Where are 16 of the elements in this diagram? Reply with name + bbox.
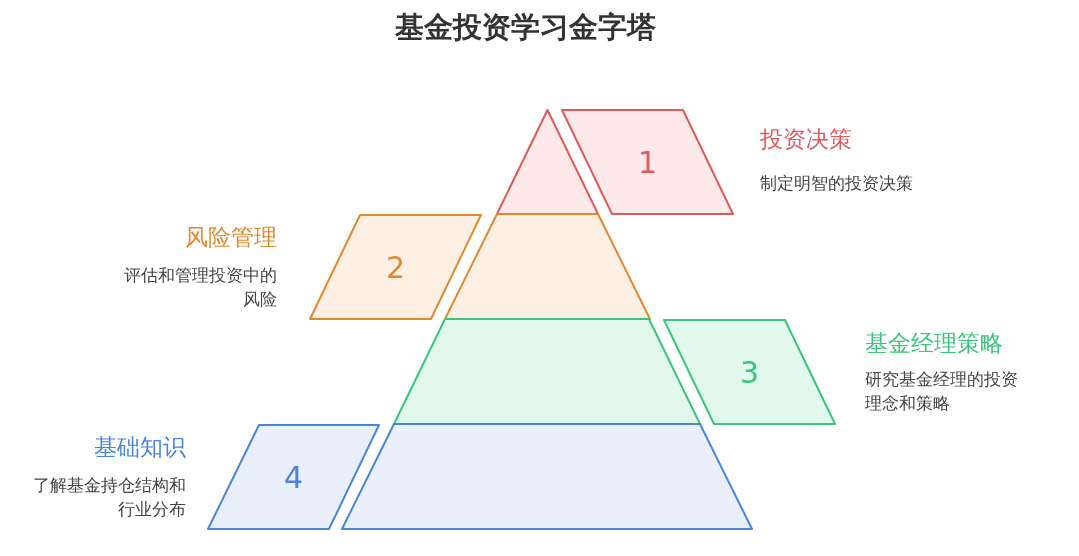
parallelogram-box: 3 bbox=[664, 320, 835, 424]
parallelogram-box: 2 bbox=[310, 215, 481, 319]
step-description: 制定明智的投资决策 bbox=[760, 173, 914, 195]
pyramid-layer bbox=[445, 214, 650, 319]
step-heading: 基础知识 bbox=[94, 433, 186, 462]
pyramid-layer bbox=[497, 110, 598, 214]
pyramid-layer bbox=[394, 319, 700, 424]
step-description: 评估和管理投资中的风险 bbox=[123, 265, 277, 311]
step-description: 了解基金持仓结构和行业分布 bbox=[32, 475, 186, 521]
step-description: 研究基金经理的投资理念和策略 bbox=[865, 369, 1019, 415]
diagram-title: 基金投资学习金字塔 bbox=[393, 9, 657, 46]
parallelogram-box: 4 bbox=[208, 425, 379, 529]
step-heading: 风险管理 bbox=[185, 223, 277, 252]
parallelogram-box: 1 bbox=[562, 110, 733, 214]
step-heading: 基金经理策略 bbox=[865, 329, 1003, 358]
step-heading: 投资决策 bbox=[760, 125, 852, 154]
